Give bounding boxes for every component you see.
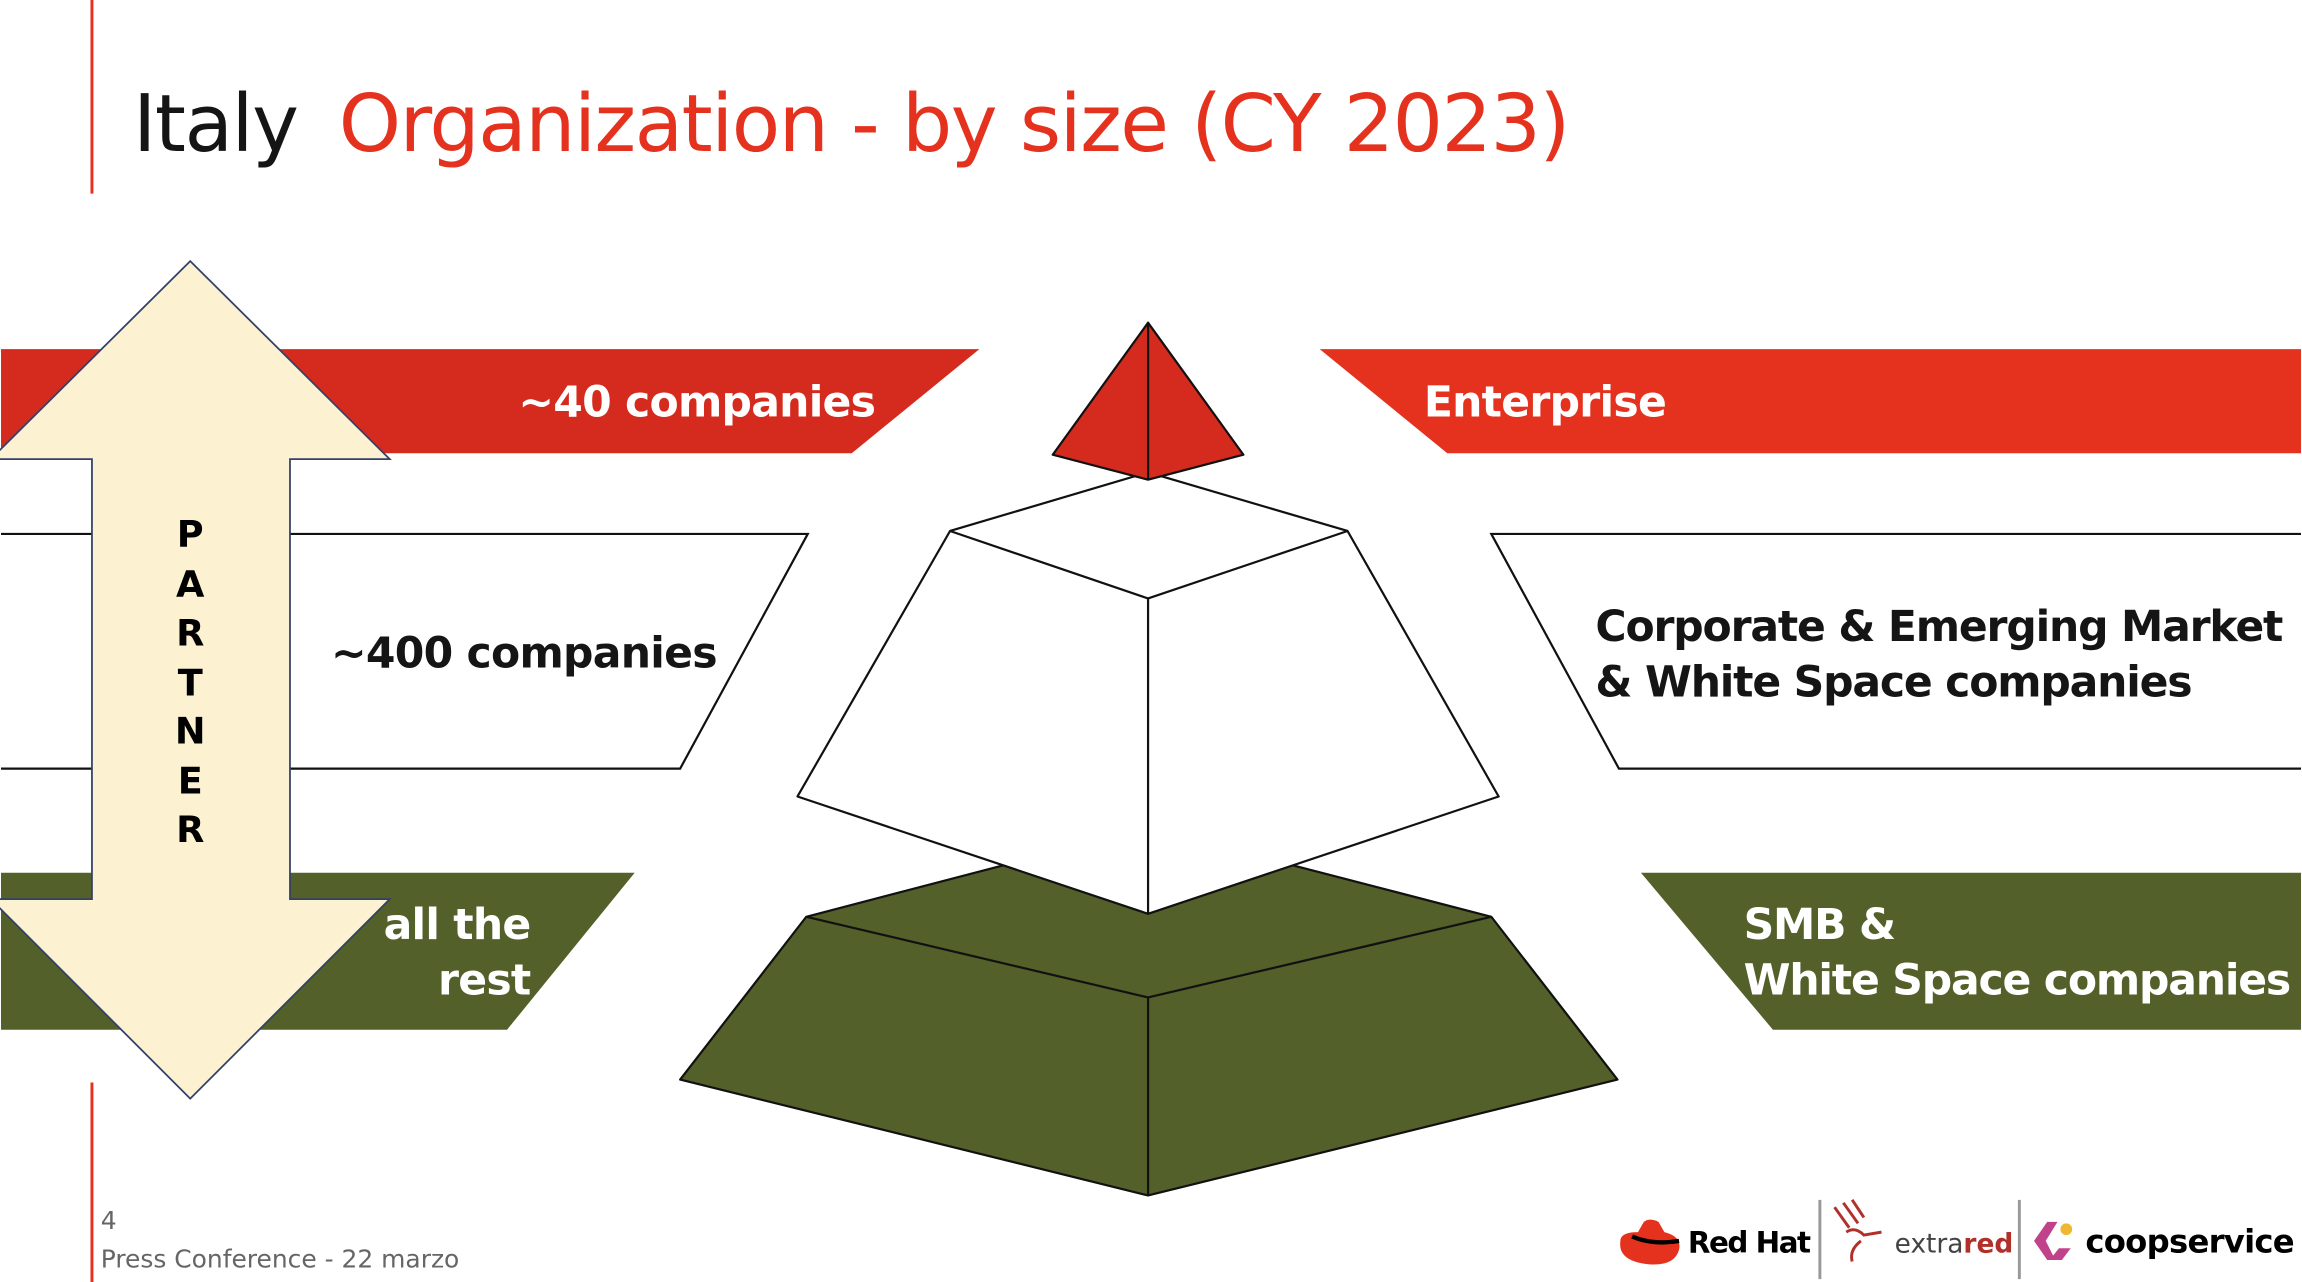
label-corporate-1: Corporate & Emerging Market — [1595, 603, 2283, 652]
title-prefix: Italy — [133, 77, 297, 170]
redhat-logo-text: Red Hat — [1688, 1226, 1811, 1260]
footer-event: Press Conference - 22 marzo — [101, 1244, 460, 1273]
partner-letter: N — [175, 710, 206, 753]
extrared-logo-text: extrared — [1895, 1229, 2014, 1260]
title-highlight: Organization - by size (CY 2023) — [339, 77, 1569, 170]
partner-label: P A R T N E R — [175, 513, 206, 851]
coopservice-logo: coopservice — [2034, 1221, 2295, 1261]
redhat-logo: Red Hat — [1620, 1219, 1813, 1265]
pyramid-top-tier — [1051, 321, 1245, 481]
pyramid-bottom-tier — [679, 864, 1619, 1197]
banner-right-bottom — [1640, 872, 2301, 1030]
label-corporate-2: & White Space companies — [1595, 659, 2191, 708]
label-40-companies: ~40 companies — [518, 379, 875, 428]
label-all-the-rest-1: all the — [384, 901, 531, 950]
coopservice-mark-icon — [2034, 1221, 2071, 1260]
partner-letter: A — [176, 563, 205, 606]
partner-letter: R — [176, 808, 204, 851]
label-400-companies: ~400 companies — [331, 629, 717, 678]
partner-letter: T — [178, 661, 203, 704]
partner-letter: E — [178, 760, 203, 803]
label-all-the-rest-2: rest — [438, 957, 531, 1006]
page-title: Italy Organization - by size (CY 2023) — [133, 77, 1569, 170]
partner-double-arrow — [0, 259, 392, 1100]
label-enterprise: Enterprise — [1424, 379, 1666, 428]
banner-right-middle — [1489, 532, 2301, 770]
partner-letter: R — [176, 611, 204, 654]
label-smb-1: SMB & — [1744, 901, 1895, 950]
label-smb-2: White Space companies — [1744, 957, 2290, 1006]
pyramid-middle-tier — [796, 471, 1500, 915]
extrared-logo: extrared — [1833, 1199, 2014, 1262]
page-number: 4 — [101, 1206, 117, 1235]
extrared-bird-icon — [1833, 1199, 1882, 1262]
coopservice-logo-text: coopservice — [2085, 1223, 2294, 1261]
partner-letter: P — [177, 513, 204, 556]
banner-right-top — [1319, 349, 2301, 454]
